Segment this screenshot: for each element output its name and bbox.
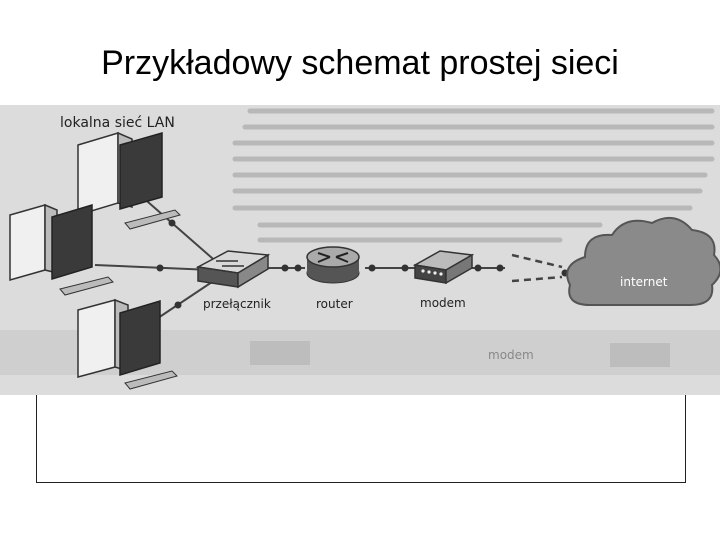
router-label: router bbox=[316, 297, 353, 311]
link-dots bbox=[156, 219, 569, 309]
router-icon bbox=[306, 246, 360, 284]
background-text-lines bbox=[232, 108, 715, 243]
network-diagram bbox=[0, 108, 720, 390]
computer-2 bbox=[9, 203, 114, 296]
faded-device-shape bbox=[250, 341, 310, 365]
cloud-icon bbox=[566, 216, 720, 306]
computer-1 bbox=[77, 131, 181, 230]
faded-modem-label: modem bbox=[488, 348, 534, 362]
answer-box bbox=[36, 395, 686, 483]
lan-label: lokalna sieć LAN bbox=[60, 115, 175, 131]
slide-title: Przykładowy schemat prostej sieci bbox=[101, 44, 619, 82]
switch-label: przełącznik bbox=[203, 297, 271, 311]
modem-label: modem bbox=[420, 296, 466, 310]
faded-device-shape-2 bbox=[610, 343, 670, 367]
modem-icon bbox=[412, 250, 475, 285]
network-diagram-scan: lokalna sieć LAN przełącznik router mode… bbox=[0, 105, 720, 395]
internet-label: internet bbox=[620, 275, 668, 289]
computer-3 bbox=[77, 298, 178, 390]
wireless-link bbox=[511, 253, 563, 283]
connection-lines bbox=[94, 194, 505, 321]
switch-icon bbox=[195, 250, 271, 289]
